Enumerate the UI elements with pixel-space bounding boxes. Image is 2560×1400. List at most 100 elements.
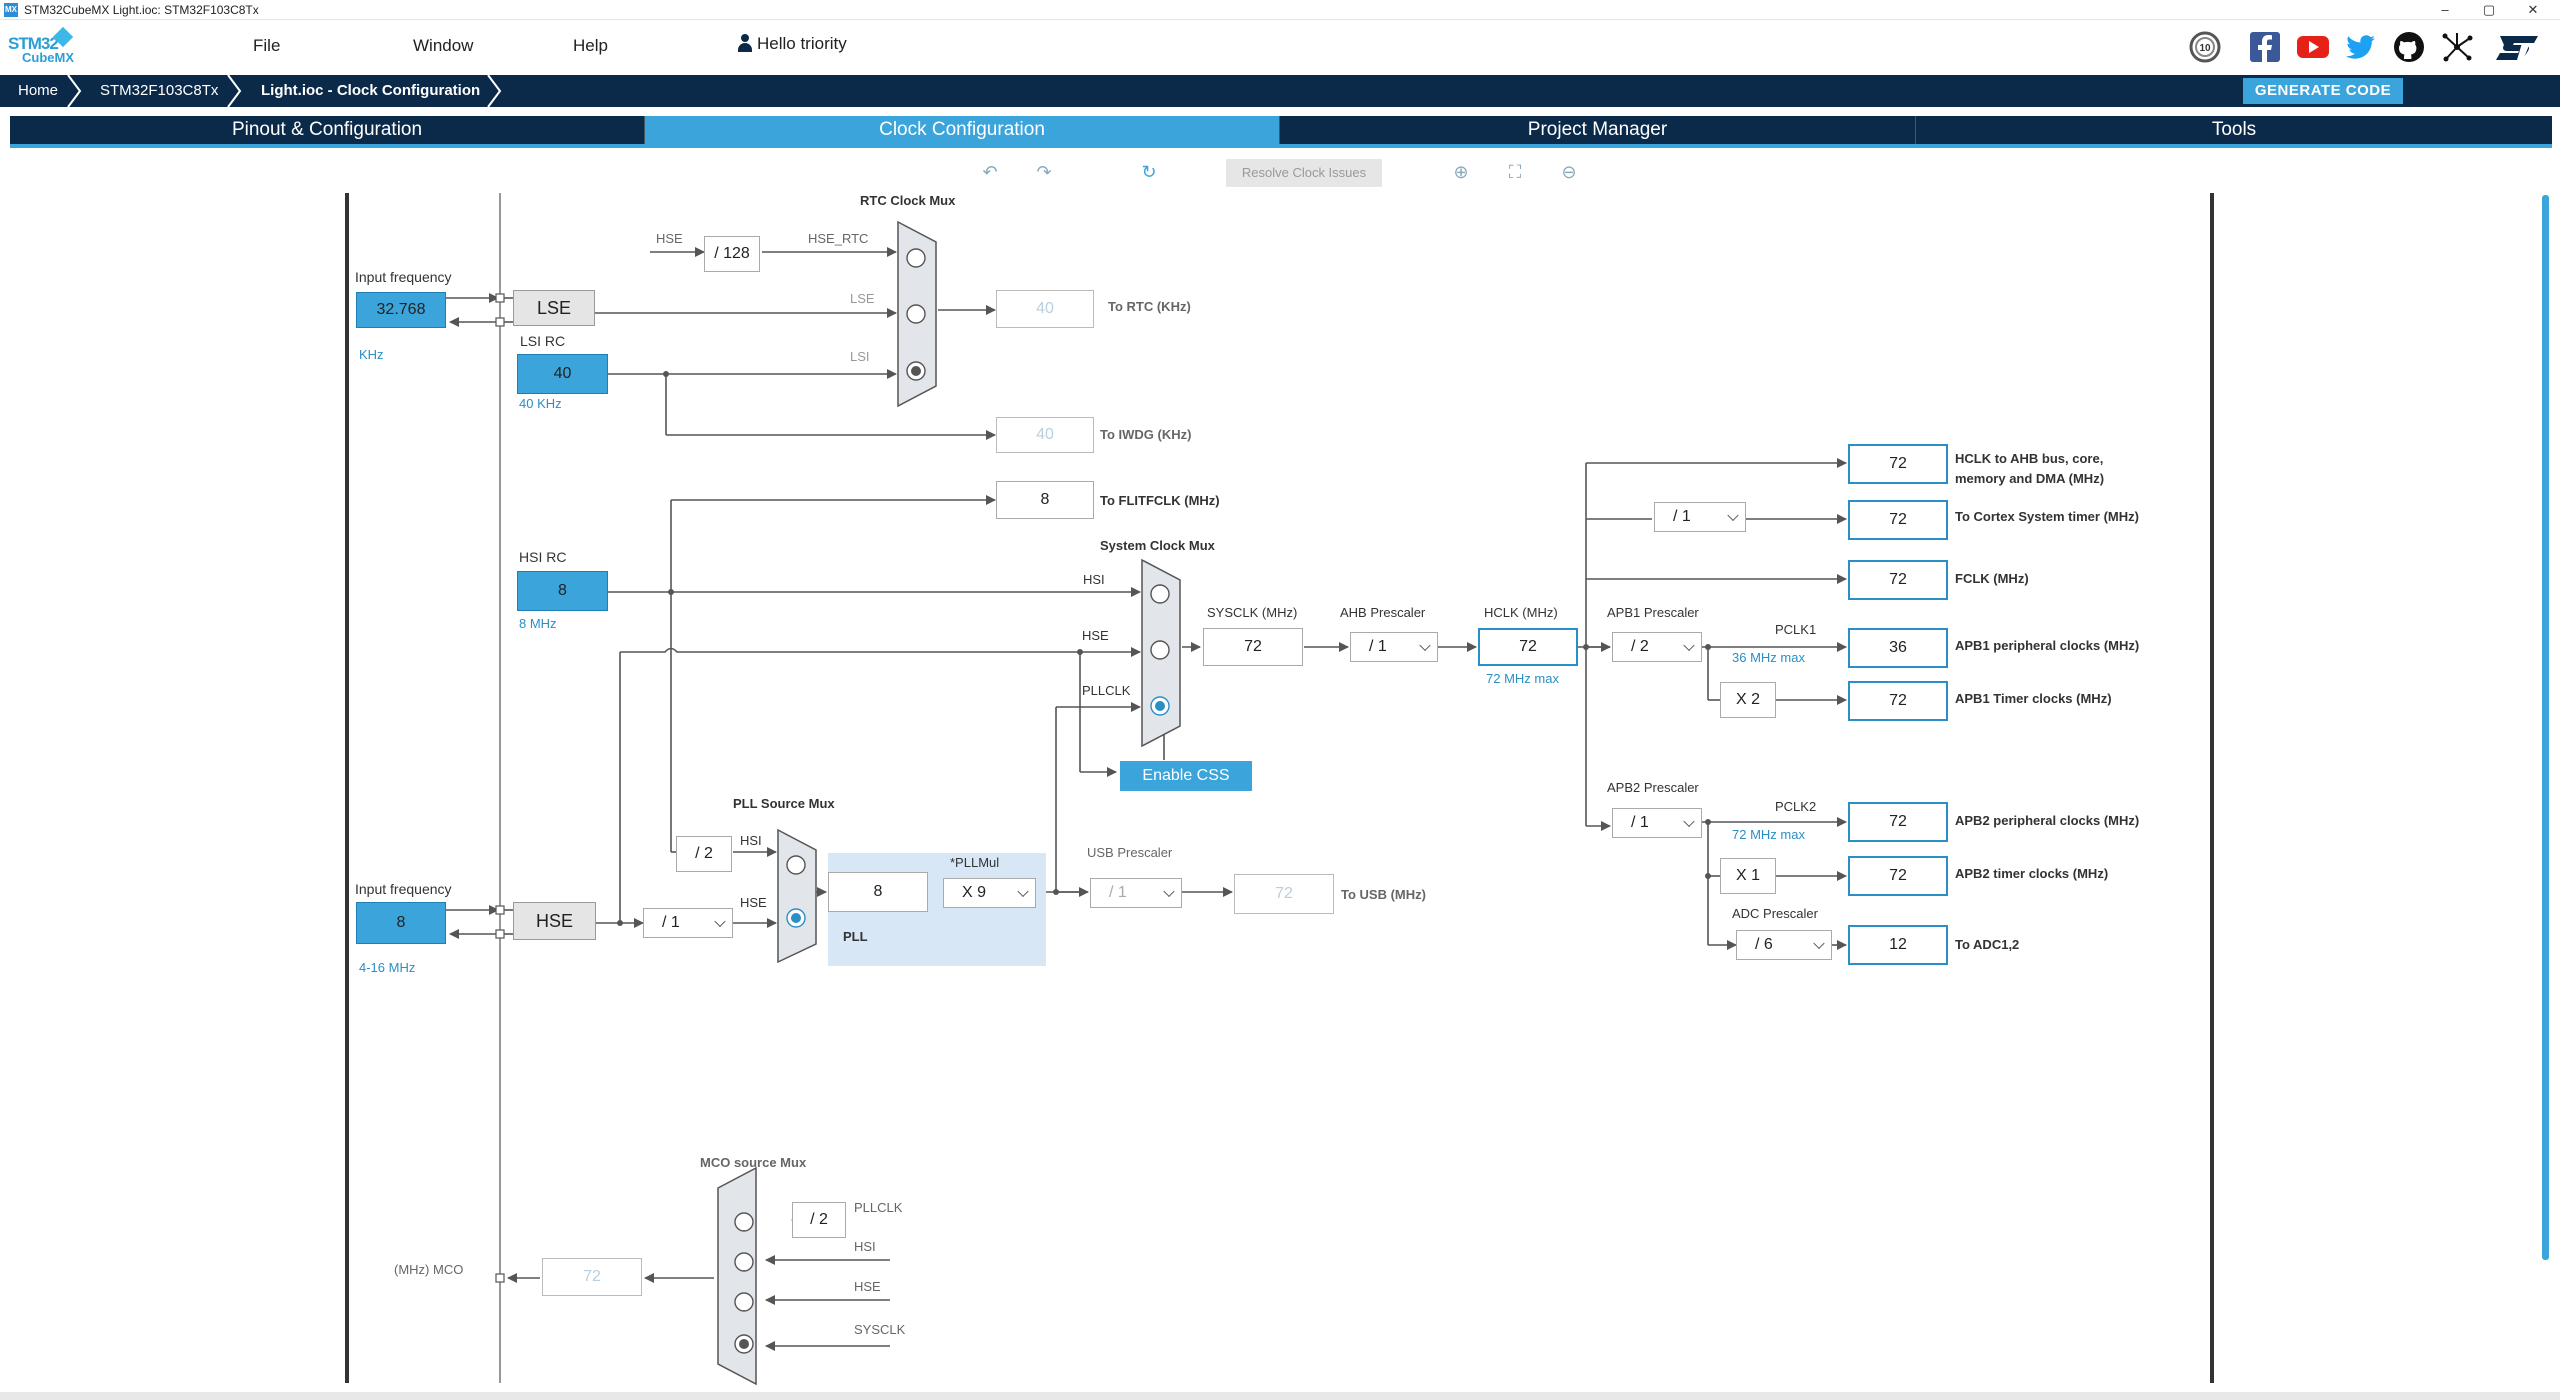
adc-output-label: To ADC1,2 bbox=[1955, 937, 2020, 952]
github-icon[interactable] bbox=[2392, 30, 2426, 64]
iwdg-output-label: To IWDG (KHz) bbox=[1100, 427, 1192, 442]
user-icon bbox=[737, 34, 753, 52]
adc-output: 12 bbox=[1848, 925, 1948, 965]
pll-hsi-label: HSI bbox=[740, 833, 762, 848]
pll-source-mux-title: PLL Source Mux bbox=[733, 796, 835, 811]
menu-file[interactable]: File bbox=[253, 36, 281, 55]
apb1-timer-output-label: APB1 Timer clocks (MHz) bbox=[1955, 691, 2112, 706]
cortex-output-label: To Cortex System timer (MHz) bbox=[1955, 509, 2139, 524]
ahb-output-label-2: memory and DMA (MHz) bbox=[1955, 471, 2105, 486]
user-menu[interactable]: Hello triority bbox=[737, 34, 847, 54]
adc-prescaler-select[interactable]: / 6 bbox=[1736, 930, 1832, 960]
pll-input-value[interactable]: 8 bbox=[828, 872, 928, 912]
bottom-bar bbox=[0, 1392, 2560, 1400]
reset-icon[interactable]: ↻ bbox=[1141, 162, 1157, 182]
sysclk-value[interactable]: 72 bbox=[1203, 628, 1303, 666]
cortex-prescaler-select[interactable]: / 1 bbox=[1654, 502, 1746, 532]
zoom-in-icon[interactable]: ⊕ bbox=[1453, 162, 1469, 182]
anniversary-badge-icon[interactable]: 10 bbox=[2188, 30, 2222, 64]
pllmul-select[interactable]: X 9 bbox=[943, 878, 1036, 908]
chevron-down-icon bbox=[1163, 885, 1175, 898]
tab-pinout[interactable]: Pinout & Configuration bbox=[10, 116, 645, 144]
generate-code-button[interactable]: GENERATE CODE bbox=[2243, 78, 2403, 104]
hclk-value[interactable]: 72 bbox=[1478, 628, 1578, 666]
breadcrumb-home[interactable]: Home bbox=[18, 82, 59, 99]
mco-div2-box: / 2 bbox=[792, 1202, 846, 1238]
st-logo-icon[interactable] bbox=[2492, 30, 2542, 64]
main-tabs: Pinout & Configuration Clock Configurati… bbox=[10, 116, 2552, 148]
chevron-right-icon bbox=[67, 75, 82, 107]
redo-icon[interactable]: ↷ bbox=[1036, 162, 1052, 182]
title-bar: MX STM32CubeMX Light.ioc: STM32F103C8Tx … bbox=[0, 0, 2560, 20]
mco-label: (MHz) MCO bbox=[394, 1262, 464, 1277]
rtc-output-label: To RTC (KHz) bbox=[1108, 299, 1191, 314]
apb1-timer-output: 72 bbox=[1848, 681, 1948, 721]
tab-tools[interactable]: Tools bbox=[2211, 119, 2257, 140]
undo-icon[interactable]: ↶ bbox=[982, 162, 998, 182]
pll-hse-label: HSE bbox=[740, 895, 767, 910]
chevron-right-icon bbox=[227, 75, 242, 107]
ahb-prescaler-select[interactable]: / 1 bbox=[1350, 632, 1438, 662]
svg-text:10: 10 bbox=[2199, 43, 2211, 54]
facebook-icon[interactable] bbox=[2248, 30, 2282, 64]
resolve-clock-issues-button[interactable]: Resolve Clock Issues bbox=[1226, 159, 1382, 187]
hclk-max: 72 MHz max bbox=[1486, 671, 1559, 686]
apb2-timer-output: 72 bbox=[1848, 856, 1948, 896]
tab-project-manager[interactable]: Project Manager bbox=[1280, 116, 1916, 144]
clock-toolbar: ↶ ↷ ↻ ⊕ ⛶ ⊖ bbox=[0, 158, 2560, 188]
iwdg-output: 40 bbox=[996, 417, 1094, 453]
sysmux-hse-label: HSE bbox=[1082, 628, 1109, 643]
twitter-icon[interactable] bbox=[2344, 30, 2378, 64]
sysclk-label: SYSCLK (MHz) bbox=[1207, 605, 1298, 620]
lse-unit: KHz bbox=[359, 347, 384, 362]
lse-input-frequency[interactable]: 32.768 bbox=[356, 292, 446, 328]
usb-prescaler-select[interactable]: / 1 bbox=[1090, 878, 1182, 908]
breadcrumb-mcu[interactable]: STM32F103C8Tx bbox=[100, 82, 219, 99]
network-share-icon[interactable] bbox=[2440, 30, 2474, 64]
maximize-icon[interactable]: ▢ bbox=[2482, 2, 2496, 17]
menu-help[interactable]: Help bbox=[573, 36, 608, 55]
lse-block: LSE bbox=[513, 290, 595, 326]
hse-prediv-select[interactable]: / 1 bbox=[643, 908, 733, 938]
fit-screen-icon[interactable]: ⛶ bbox=[1508, 162, 1522, 182]
minimize-icon[interactable]: – bbox=[2441, 2, 2449, 17]
lsi-value: 40 bbox=[517, 354, 608, 394]
apb1-prescaler-label: APB1 Prescaler bbox=[1607, 605, 1699, 620]
pclk2-label: PCLK2 bbox=[1775, 799, 1817, 814]
menu-window[interactable]: Window bbox=[413, 36, 474, 55]
tab-clock-configuration[interactable]: Clock Configuration bbox=[645, 116, 1280, 144]
sysmux-pllclk-label: PLLCLK bbox=[1082, 683, 1131, 698]
breadcrumb: Home STM32F103C8Tx Light.ioc - Clock Con… bbox=[0, 75, 2560, 107]
adc-prescaler-label: ADC Prescaler bbox=[1732, 906, 1818, 921]
hsi-unit: 8 MHz bbox=[519, 616, 557, 631]
hse-input-frequency[interactable]: 8 bbox=[356, 902, 446, 944]
hse-input-label: Input frequency bbox=[355, 881, 452, 897]
hse-rtc-label: HSE_RTC bbox=[808, 231, 869, 246]
mco-pllclk-label: PLLCLK bbox=[854, 1200, 903, 1215]
pllmul-label: *PLLMul bbox=[950, 855, 1000, 870]
lsi-unit: 40 KHz bbox=[519, 396, 562, 411]
pclk2-max: 72 MHz max bbox=[1732, 827, 1805, 842]
hsi-rc-label: HSI RC bbox=[519, 549, 567, 565]
apb2-peripheral-output: 72 bbox=[1848, 802, 1948, 842]
youtube-icon[interactable] bbox=[2296, 30, 2330, 64]
scrollbar-thumb[interactable] bbox=[2542, 195, 2549, 1260]
enable-css-button[interactable]: Enable CSS bbox=[1120, 761, 1252, 791]
chevron-down-icon bbox=[1727, 509, 1739, 522]
zoom-out-icon[interactable]: ⊖ bbox=[1561, 162, 1577, 182]
fclk-output: 72 bbox=[1848, 560, 1948, 600]
ahb-output: 72 bbox=[1848, 444, 1948, 484]
apb2-timer-multiplier: X 1 bbox=[1720, 858, 1776, 894]
apb2-prescaler-select[interactable]: / 1 bbox=[1612, 808, 1702, 838]
rtc-mux-title: RTC Clock Mux bbox=[860, 193, 956, 208]
breadcrumb-page: Light.ioc - Clock Configuration bbox=[261, 82, 481, 99]
apb1-peripheral-output: 36 bbox=[1848, 628, 1948, 668]
close-icon[interactable]: ✕ bbox=[2527, 2, 2539, 17]
apb1-prescaler-select[interactable]: / 2 bbox=[1612, 632, 1702, 662]
div128-box: / 128 bbox=[704, 236, 760, 272]
ahb-output-label-1: HCLK to AHB bus, core, bbox=[1955, 451, 2104, 466]
apb2-peripheral-output-label: APB2 peripheral clocks (MHz) bbox=[1955, 813, 2140, 828]
apb1-timer-multiplier: X 2 bbox=[1720, 682, 1776, 718]
hse-block: HSE bbox=[513, 902, 596, 940]
mco-mux-title: MCO source Mux bbox=[700, 1155, 807, 1170]
